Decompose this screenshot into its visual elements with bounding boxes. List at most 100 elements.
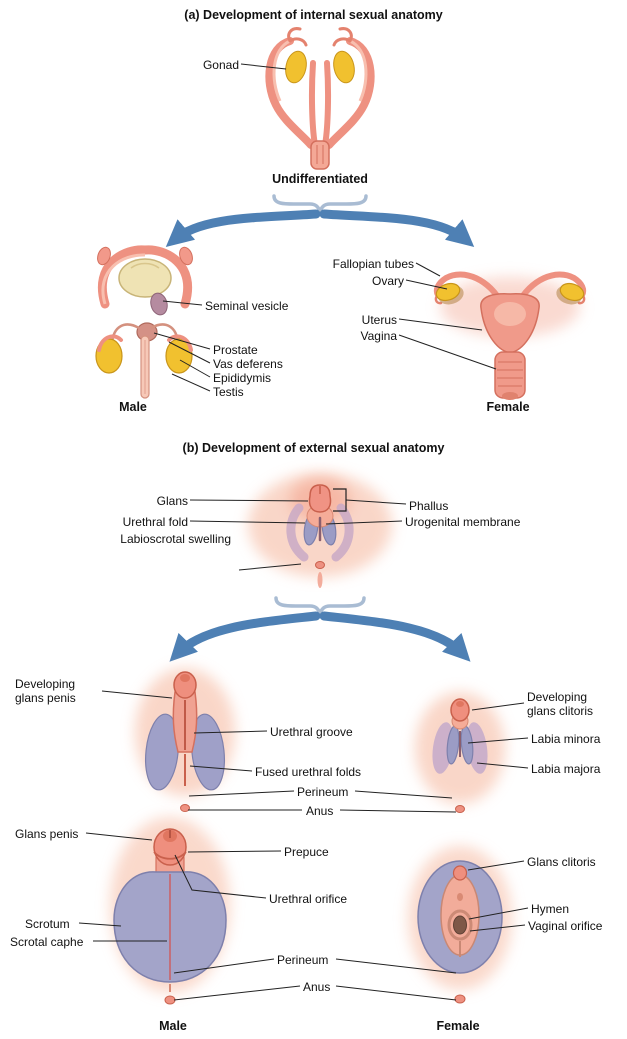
leader-scrotum [78, 922, 122, 927]
label-ovary: Ovary [371, 274, 404, 288]
leader-anus-mid-right [339, 809, 457, 813]
label-labia-majora: Labia majora [531, 762, 601, 776]
ovary-right-shape [559, 282, 585, 302]
illustration-final-female [408, 846, 512, 1004]
leader-vas-deferens [168, 341, 211, 364]
leader-labia-majora [476, 762, 529, 769]
label-gonad: Gonad [202, 58, 239, 72]
leader-ovary [405, 279, 448, 290]
fallopian-tube-left-shape [433, 271, 505, 307]
hymen-shape [447, 909, 473, 941]
label-phallus: Phallus [409, 499, 449, 513]
illustration-undifferentiated-internal [265, 27, 375, 170]
leader-phallus [345, 499, 407, 505]
illustration-intermediate-male [135, 668, 235, 812]
leader-vagina [398, 334, 497, 370]
branch-arrow-left-b [169, 611, 321, 662]
leader-developing-glans-penis [101, 690, 173, 699]
label-labioscrotal-swelling: Labioscrotal swelling [120, 532, 231, 546]
brace-a [272, 194, 368, 215]
leader-testis [171, 373, 211, 392]
anus-shape [454, 994, 466, 1004]
vagina-shape [494, 351, 526, 399]
leader-perineum-mid-left [188, 790, 295, 797]
section-b-title: (b) Development of external sexual anato… [182, 441, 445, 455]
caption-male-internal: Male [119, 400, 147, 414]
label-developing-glans-clitoris: Developing glans clitoris [527, 690, 594, 719]
leader-urethral-fold [189, 520, 306, 524]
label-fused-urethral-folds: Fused urethral folds [255, 765, 362, 779]
label-prostate: Prostate [213, 343, 258, 357]
leader-vaginal-orifice [469, 924, 526, 932]
leader-lines [78, 63, 529, 1001]
label-hymen: Hymen [531, 902, 570, 916]
leader-gonad [240, 63, 287, 70]
leader-prepuce [187, 850, 282, 853]
leader-fallopian-tubes [415, 262, 441, 277]
caption-female-internal: Female [486, 400, 530, 414]
label-perineum-final: Perineum [277, 953, 329, 967]
label-anus-final: Anus [303, 980, 331, 994]
label-prepuce: Prepuce [284, 845, 329, 859]
leader-perineum-final-right [335, 958, 457, 974]
label-scrotal-raphe: Scrotal caphe [10, 935, 84, 949]
leader-glans [189, 499, 309, 502]
label-urethral-orifice: Urethral orifice [269, 892, 348, 906]
label-fallopian-tubes: Fallopian tubes [332, 257, 414, 271]
glans-penis-shape [153, 828, 187, 866]
leader-epididymis [179, 359, 211, 378]
gonad-left-shape [285, 50, 307, 84]
leader-hymen [468, 907, 529, 920]
illustration-male-internal [95, 245, 193, 399]
label-vaginal-orifice: Vaginal orifice [528, 919, 603, 933]
label-developing-glans-penis: Developing glans penis [15, 677, 76, 706]
epididymis-right-shape [167, 334, 193, 352]
label-glans: Glans [156, 494, 188, 508]
illustration-external-undifferentiated [248, 473, 392, 588]
anus-shape [315, 561, 325, 569]
label-testis: Testis [213, 385, 244, 399]
caption-undifferentiated: Undifferentiated [272, 172, 368, 186]
illustration-final-male [110, 817, 230, 1005]
gonad-right-shape [333, 50, 355, 84]
developing-glans-penis-shape [173, 671, 197, 699]
branch-arrow-right-a [319, 209, 475, 248]
bladder-shape [118, 258, 172, 298]
illustration-intermediate-female [415, 692, 505, 813]
branch-arrow-right-b [319, 611, 471, 662]
label-urethral-groove: Urethral groove [270, 725, 353, 739]
epididymis-left-shape [97, 334, 123, 352]
anus-shape [455, 805, 465, 813]
caption-female-external: Female [436, 1019, 480, 1033]
labioscrotal-swelling-left-shape [286, 503, 309, 562]
illustration-female-internal [433, 271, 587, 400]
leader-urethral-orifice [174, 854, 267, 899]
scrotal-swelling-left-shape [144, 713, 180, 791]
divergence-a [165, 194, 475, 248]
prepuce-shape [153, 851, 187, 860]
label-anus-mid: Anus [306, 804, 334, 818]
leader-labia-minora [467, 737, 529, 744]
leader-perineum-mid-right [354, 790, 453, 799]
label-scrotum: Scrotum [25, 917, 70, 931]
label-seminal-vesicle: Seminal vesicle [205, 299, 289, 313]
seminal-vesicle-shape [150, 292, 168, 316]
branch-arrow-left-a [165, 209, 321, 248]
divergence-b [169, 596, 471, 662]
leader-developing-glans-clitoris [471, 702, 525, 711]
testis-right-shape [165, 338, 193, 374]
label-vas-deferens: Vas deferens [213, 357, 283, 371]
label-labia-minora: Labia minora [531, 732, 601, 746]
developing-glans-clitoris-shape [450, 698, 470, 722]
label-urogenital-membrane: Urogenital membrane [405, 515, 521, 529]
fallopian-tube-right-shape [515, 271, 587, 307]
label-glans-penis: Glans penis [15, 827, 79, 841]
vaginal-orifice-shape [453, 915, 467, 935]
anus-shape [164, 995, 176, 1005]
leader-anus-final-left [173, 985, 301, 1001]
leader-seminal-vesicle [162, 300, 203, 306]
leader-urethral-groove [193, 730, 268, 734]
leader-anus-final-right [335, 985, 457, 1001]
